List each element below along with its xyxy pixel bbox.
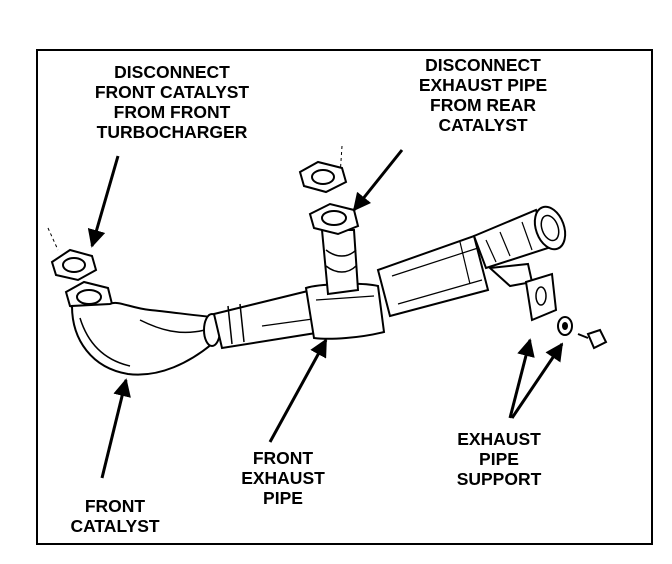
label-front-exhaust-pipe: FRONT EXHAUST PIPE: [241, 448, 325, 508]
arrow-support-bushing: [510, 342, 564, 419]
arrow-front-gasket: [87, 155, 120, 248]
arrow-support-bracket: [508, 338, 535, 419]
rear-gasket: [298, 160, 348, 194]
label-front-catalyst: FRONT CATALYST: [70, 496, 160, 536]
label-disconnect-front-catalyst: DISCONNECT FRONT CATALYST FROM FRONT TUR…: [94, 62, 250, 142]
y-pipe-riser: [320, 229, 360, 296]
support-bracket: [487, 262, 558, 322]
resonator: [376, 234, 490, 318]
diagram-border: [36, 49, 653, 545]
arrow-front-pipe: [268, 338, 328, 443]
support-bushing: [557, 316, 573, 336]
arrow-front-catalyst: [100, 378, 131, 479]
front-gasket: [50, 248, 98, 282]
label-exhaust-pipe-support: EXHAUST PIPE SUPPORT: [456, 429, 542, 489]
support-bolt: [577, 328, 608, 350]
front-catalyst: [70, 301, 224, 376]
tail-pipe: [472, 205, 567, 270]
alignment-line-front: [47, 227, 59, 251]
rear-catalyst-flange: [308, 202, 360, 236]
label-disconnect-exhaust-pipe: DISCONNECT EXHAUST PIPE FROM REAR CATALY…: [418, 55, 548, 135]
front-exhaust-pipe: [212, 282, 386, 350]
arrow-rear-gasket: [352, 149, 404, 212]
